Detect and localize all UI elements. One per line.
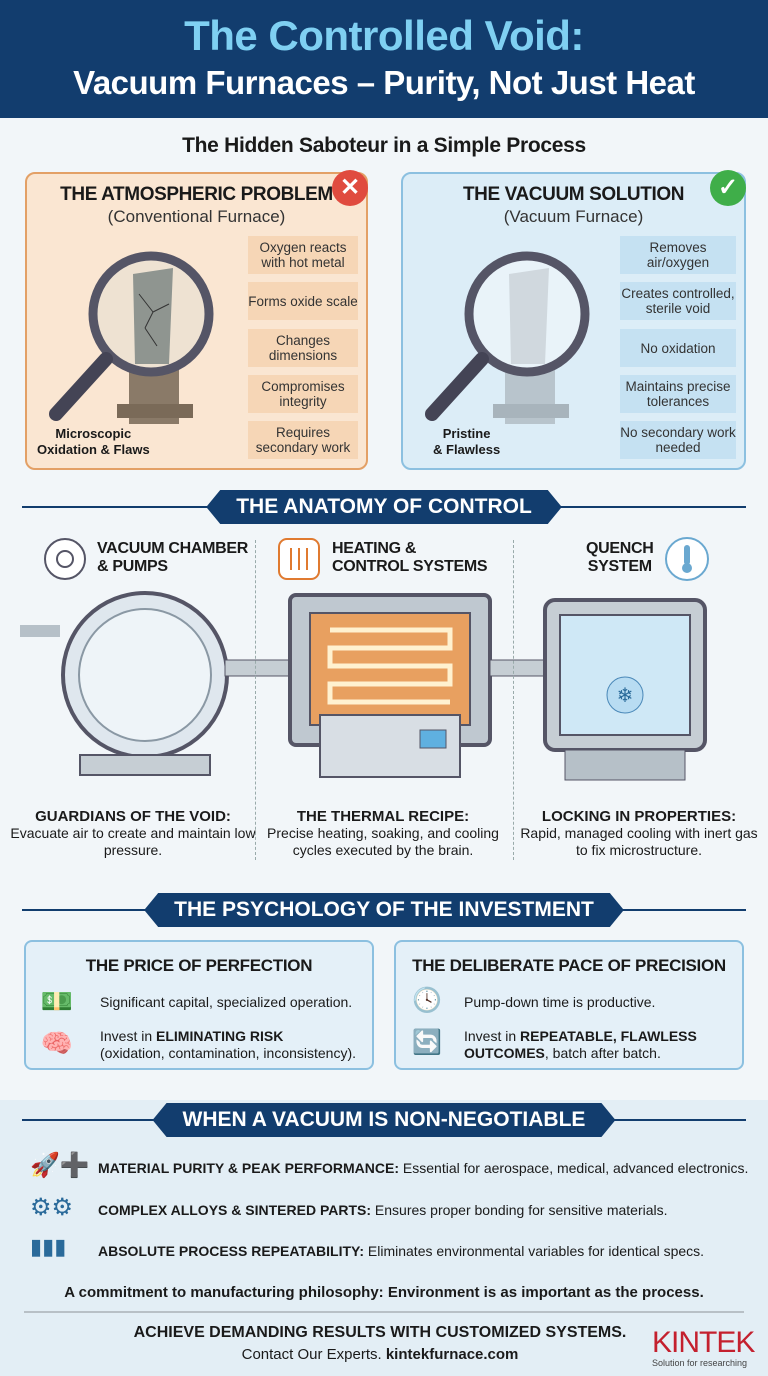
problem-panel: THE ATMOSPHERIC PROBLEM (Conventional Fu… [25,170,368,470]
solution-bullet: No secondary work needed [620,421,736,459]
production-line-icon: ▮▮▮ [30,1234,67,1259]
brain-head-icon: 🧠 [40,1028,74,1058]
nonnegotiable-banner: WHEN A VACUUM IS NON-NEGOTIABLE [0,1103,768,1137]
problem-bullet: Oxygen reacts with hot metal [248,236,358,274]
problem-bullet: Changes dimensions [248,329,358,367]
vacuum-chamber [61,591,229,776]
website-link[interactable]: kintekfurnace.com [385,1346,519,1363]
thermometer-icon [665,537,709,581]
vacuum-chamber-label: VACUUM CHAMBER& PUMPS [97,540,249,575]
heating-control-label: HEATING &CONTROL SYSTEMS [332,540,488,575]
heating-chamber [288,593,492,778]
magnifier-clean-blade-icon [425,251,590,424]
cycle-arrows-icon: 🔄 [412,1029,442,1056]
rocket-medical-icon: 🚀➕ [30,1152,90,1179]
nonnegotiable-section [0,1100,768,1376]
clock-icon: 🕓 [412,987,442,1014]
solution-bullet: Maintains precise tolerances [620,375,736,413]
price-card: THE PRICE OF PERFECTION 💵 Significant ca… [24,940,374,1070]
problem-bullet: Forms oxide scale [248,282,358,320]
nonnegotiable-item: ⚙⚙COMPLEX ALLOYS & SINTERED PARTS: Ensur… [30,1193,668,1227]
control-panel-icon [278,538,320,580]
pace-card: THE DELIBERATE PACE OF PRECISION 🕓 Pump-… [394,940,744,1070]
price-card-invest: Invest in ELIMINATING RISK(oxidation, co… [100,1028,357,1061]
quench-description: LOCKING IN PROPERTIES:Rapid, managed coo… [520,808,758,858]
footer-contact: Contact Our Experts. kintekfurnace.com [241,1346,519,1363]
solution-title: THE VACUUM SOLUTION [462,184,685,205]
solution-bullet: No oxidation [620,329,736,367]
problem-bullet: Requires secondary work [248,421,358,459]
pace-card-invest: Invest in REPEATABLE, FLAWLESS OUTCOMES,… [464,1028,697,1061]
section-subtitle: The Hidden Saboteur in a Simple Process [182,134,586,157]
page-subtitle: Vacuum Furnaces – Purity, Not Just Heat [73,64,695,101]
pace-card-text: Pump-down time is productive. [464,994,656,1010]
kintek-logo: KINTEK Solution for researching [652,1326,755,1369]
price-card-title: THE PRICE OF PERFECTION [85,956,313,975]
problem-title: THE ATMOSPHERIC PROBLEM [60,184,333,205]
solution-panel: THE VACUUM SOLUTION (Vacuum Furnace) ✓ R… [401,170,746,470]
problem-bullet: Compromises integrity [248,375,358,413]
solution-subtitle: (Vacuum Furnace) [503,207,644,226]
vacuum-chamber-icon [44,538,86,580]
gears-icon: ⚙⚙ [30,1194,74,1221]
svg-text:❄: ❄ [617,685,634,707]
vacuum-chamber-description: GUARDIANS OF THE VOID:Evacuate air to cr… [10,808,256,858]
commitment-statement: A commitment to manufacturing philosophy… [64,1284,704,1301]
header: The Controlled Void: Vacuum Furnaces – P… [0,0,768,118]
price-card-text: Significant capital, specialized operati… [100,994,353,1010]
anatomy-banner: THE ANATOMY OF CONTROL [0,490,768,524]
problem-subtitle: (Conventional Furnace) [107,207,286,226]
check-icon: ✓ [710,170,746,206]
quench-chamber: ❄ [543,598,707,781]
psychology-banner: THE PSYCHOLOGY OF THE INVESTMENT [0,893,768,927]
money-icon: 💵 [40,986,74,1016]
page-title: The Controlled Void: [184,12,584,59]
solution-caption: Pristine& Flawless [433,426,501,457]
pace-card-title: THE DELIBERATE PACE OF PRECISION [412,956,726,975]
footer-cta: ACHIEVE DEMANDING RESULTS WITH CUSTOMIZE… [133,1324,627,1341]
heating-description: THE THERMAL RECIPE:Precise heating, soak… [267,808,499,858]
magnifier-oxidized-blade-icon [49,251,214,424]
nonnegotiable-item: ▮▮▮ABSOLUTE PROCESS REPEATABILITY: Elimi… [30,1234,704,1268]
solution-bullet: Creates controlled, sterile void [620,282,736,320]
divider [24,1311,744,1313]
x-icon: ✕ [332,170,368,206]
solution-bullet: Removes air/oxygen [620,236,736,274]
nonnegotiable-item: 🚀➕MATERIAL PURITY & PEAK PERFORMANCE: Es… [30,1151,748,1185]
furnace-system-illustration: ❄ [20,591,707,781]
